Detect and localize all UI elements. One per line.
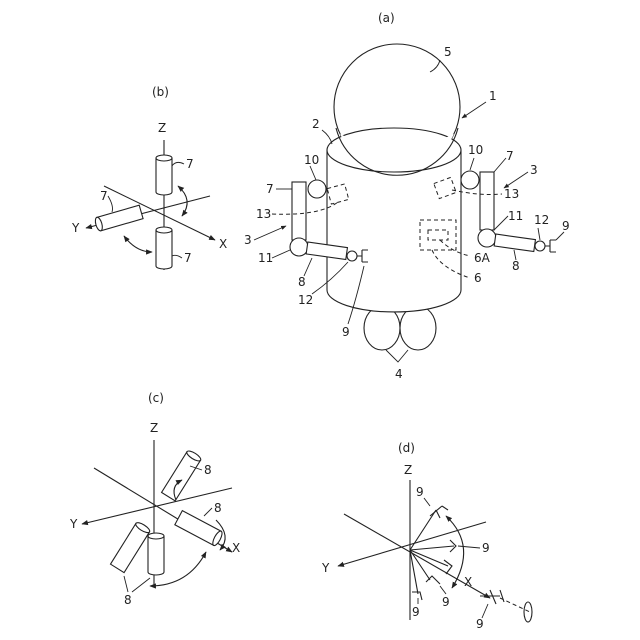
axis-y-c: Y: [69, 517, 78, 531]
axis-x-c: X: [232, 541, 240, 555]
axis-y-d: Y: [321, 561, 330, 575]
axis-y-b: Y: [71, 221, 80, 235]
axis-z-b: Z: [158, 121, 166, 135]
ref-robot: 1: [489, 89, 497, 103]
cylinder-z-bottom: [156, 227, 172, 269]
axis-x-b: X: [219, 237, 227, 251]
ref-9-d-5: 9: [476, 617, 484, 631]
ref-8-c-bottom: 8: [124, 593, 132, 607]
cylinder-8-vertical: [148, 533, 164, 575]
ref-elbow-right: 11: [508, 209, 523, 223]
panel-c-label: (c): [148, 391, 164, 405]
ref-joint-7-right: 7: [506, 149, 514, 163]
ref-9-d-3: 9: [412, 605, 420, 619]
axis-x-d: X: [464, 575, 472, 589]
cylinder-y: [94, 205, 143, 231]
panel-d: (d) Z X Y 9 9 9 9 9: [321, 441, 532, 631]
ref-wrist-right: 12: [534, 213, 549, 227]
cylinder-8-top: [162, 449, 203, 501]
cylinder-z-top: [156, 155, 172, 195]
ref-shoulder-joint-left: 10: [304, 153, 319, 167]
ref-arm-right: 3: [530, 163, 538, 177]
ref-7-b-bottom: 7: [184, 251, 192, 265]
ref-shoulder-joint-right: 10: [468, 143, 483, 157]
robot-leg-left: [364, 306, 400, 350]
robot-body: [327, 150, 461, 312]
ref-9-d-1: 9: [416, 485, 424, 499]
ref-legs: 4: [395, 367, 403, 381]
ref-motor-right: 13: [504, 187, 519, 201]
ref-joint-7-left: 7: [266, 182, 274, 196]
ref-7-b-top: 7: [186, 157, 194, 171]
axis-z-c: Z: [150, 421, 158, 435]
panel-c: (c) Z X Y 8 8 8: [69, 391, 240, 607]
panel-b-label: (b): [152, 85, 169, 99]
cylinder-8-x: [175, 511, 224, 547]
ref-7-b-left: 7: [100, 189, 108, 203]
ref-upper-arm-left: 8: [298, 275, 306, 289]
ref-arm-left: 3: [244, 233, 252, 247]
cylinder-8-lower: [110, 521, 151, 573]
ref-controller: 6: [474, 271, 482, 285]
panel-a-label: (a): [378, 11, 395, 25]
axis-z-d: Z: [404, 463, 412, 477]
ref-elbow-left: 11: [258, 251, 273, 265]
ref-wrist-left: 12: [298, 293, 313, 307]
ref-body: 2: [312, 117, 320, 131]
panel-d-label: (d): [398, 441, 415, 455]
ref-8-c-right: 8: [214, 501, 222, 515]
ref-9-d-2: 9: [482, 541, 490, 555]
ref-hand-left: 9: [342, 325, 350, 339]
ref-head: 5: [444, 45, 452, 59]
ref-9-d-4: 9: [442, 595, 450, 609]
ref-controller-part: 6A: [474, 251, 491, 265]
ref-8-c-top: 8: [204, 463, 212, 477]
robot-leg-right: [400, 306, 436, 350]
ref-upper-arm-right: 8: [512, 259, 520, 273]
ref-hand-right: 9: [562, 219, 570, 233]
panel-a: (a) 5 1 2 6A 6 4: [244, 11, 570, 381]
ref-motor-left: 13: [256, 207, 271, 221]
panel-b: (b) Z X Y 7 7 7: [71, 85, 227, 270]
